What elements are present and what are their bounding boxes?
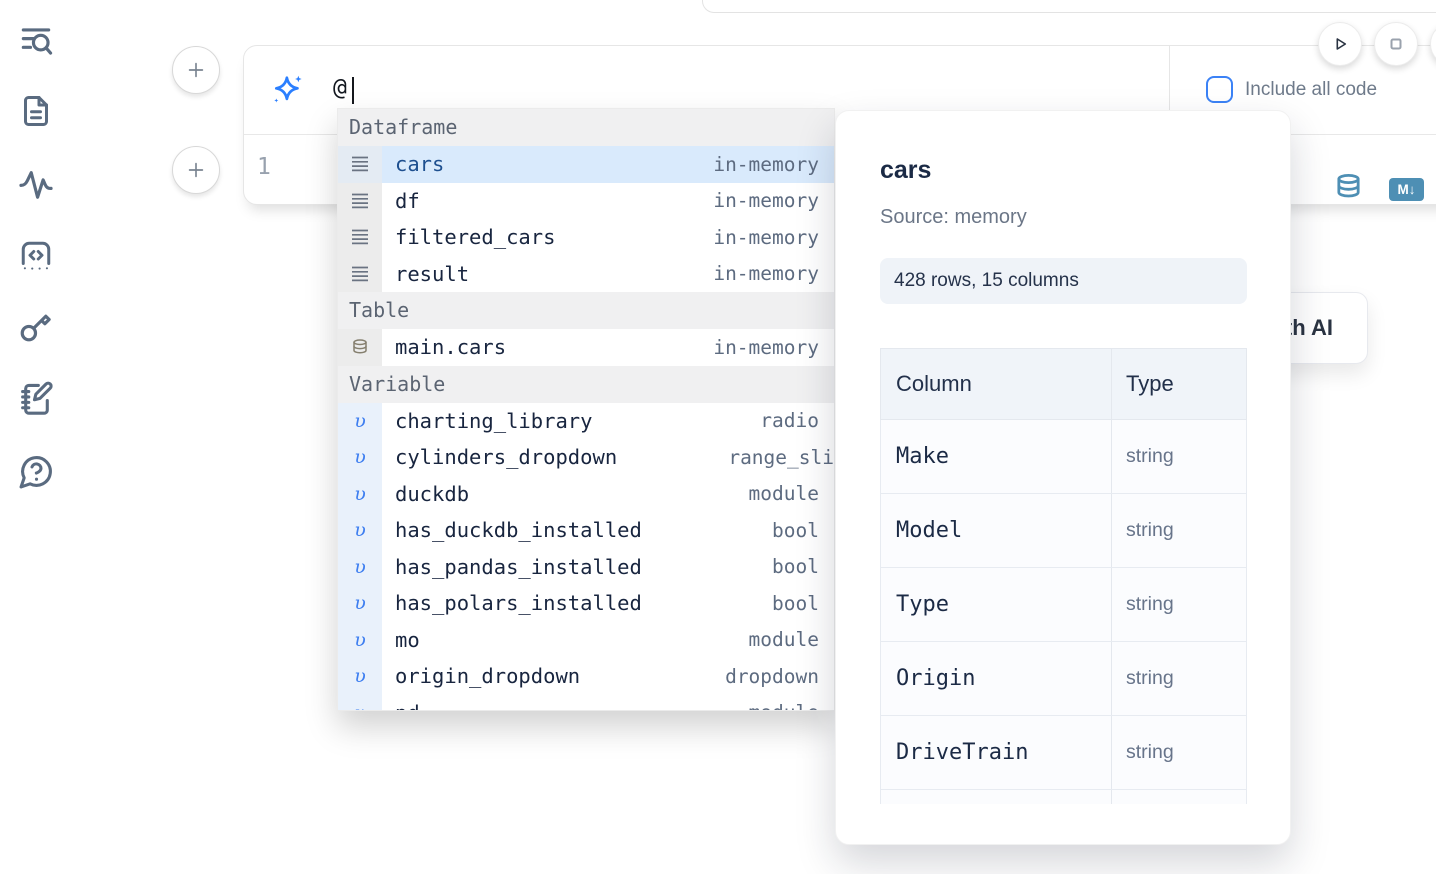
variable-icon: υ: [338, 585, 382, 622]
divider: [1169, 46, 1170, 134]
autocomplete-dropdown: Dataframe cars in-memory df in-memory fi…: [337, 108, 835, 711]
autocomplete-item-has-polars-installed[interactable]: υ has_polars_installed bool: [338, 585, 834, 622]
help-bubble-icon: [19, 455, 52, 488]
sparkles-icon: [270, 71, 306, 112]
schema-row-model: Model string: [880, 494, 1247, 568]
add-cell-below-button[interactable]: [172, 146, 220, 194]
variable-icon: υ: [338, 475, 382, 512]
schema-row-partial: [880, 790, 1247, 804]
autocomplete-item-origin-dropdown[interactable]: υ origin_dropdown dropdown: [338, 658, 834, 695]
table-of-contents-search-button[interactable]: [16, 21, 56, 61]
add-cell-above-button[interactable]: [172, 46, 220, 94]
database-icon: [338, 329, 382, 366]
sidebar: [0, 0, 72, 874]
convert-to-sql-button[interactable]: [1334, 172, 1363, 208]
variable-icon: υ: [338, 512, 382, 549]
run-cell-button[interactable]: [1318, 22, 1362, 66]
plus-icon: [188, 162, 204, 178]
autocomplete-item-pd[interactable]: υ pd module: [338, 694, 834, 710]
type-header: Type: [1126, 371, 1174, 396]
dataframe-preview-panel: cars Source: memory 428 rows, 15 columns…: [835, 110, 1291, 845]
autocomplete-item-charting-library[interactable]: υ charting_library radio: [338, 402, 834, 439]
stop-button[interactable]: [1374, 22, 1418, 66]
schema-row-origin: Origin string: [880, 642, 1247, 716]
autocomplete-item-filtered-cars[interactable]: filtered_cars in-memory: [338, 219, 834, 256]
activity-icon: [19, 171, 53, 199]
rows-icon: [338, 219, 382, 256]
autocomplete-item-cylinders-dropdown[interactable]: υ cylinders_dropdown range_sli: [338, 439, 834, 476]
autocomplete-item-main-cars[interactable]: main.cars in-memory: [338, 329, 834, 366]
scratchpad-button[interactable]: [16, 378, 56, 418]
text-caret: [352, 77, 354, 104]
documents-button[interactable]: [16, 91, 56, 131]
schema-row-type: Type string: [880, 568, 1247, 642]
rows-icon: [338, 182, 382, 219]
autocomplete-item-cars[interactable]: cars in-memory: [338, 146, 834, 183]
autocomplete-item-mo[interactable]: υ mo module: [338, 621, 834, 658]
plus-icon: [188, 62, 204, 78]
autocomplete-item-df[interactable]: df in-memory: [338, 182, 834, 219]
help-button[interactable]: [16, 451, 56, 491]
autocomplete-item-duckdb[interactable]: υ duckdb module: [338, 475, 834, 512]
variable-icon: υ: [338, 439, 382, 476]
schema-row-make: Make string: [880, 420, 1247, 494]
file-text-icon: [24, 96, 48, 126]
ai-prompt-input[interactable]: @: [333, 75, 347, 101]
ai-prompt-row[interactable]: @ Include all code: [244, 46, 1436, 134]
variable-icon: υ: [338, 621, 382, 658]
database-icon: [1337, 174, 1360, 198]
include-all-code-checkbox[interactable]: [1206, 76, 1233, 103]
convert-to-markdown-button[interactable]: M↓: [1389, 178, 1424, 201]
autocomplete-item-has-duckdb-installed[interactable]: υ has_duckdb_installed bool: [338, 512, 834, 549]
snippets-button[interactable]: [16, 236, 56, 276]
secrets-button[interactable]: [16, 306, 56, 346]
key-icon: [20, 314, 51, 342]
code-square-icon: [21, 241, 51, 270]
schema-table: Column Type Make string Model string Typ…: [880, 348, 1247, 804]
activity-button[interactable]: [16, 163, 56, 203]
rows-icon: [338, 146, 382, 183]
list-search-icon: [21, 28, 53, 55]
column-header: Column: [881, 349, 1112, 419]
variable-icon: υ: [338, 694, 382, 710]
play-icon: [1336, 38, 1347, 50]
schema-table-header: Column Type: [880, 348, 1247, 420]
autocomplete-item-has-pandas-installed[interactable]: υ has_pandas_installed bool: [338, 548, 834, 585]
preview-title: cars: [880, 156, 932, 184]
include-all-code-label: Include all code: [1245, 79, 1378, 100]
schema-row-drivetrain: DriveTrain string: [880, 716, 1247, 790]
autocomplete-item-result[interactable]: result in-memory: [338, 255, 834, 292]
preview-source: Source: memory: [880, 206, 1027, 228]
section-header-table: Table: [338, 292, 834, 329]
rows-icon: [338, 255, 382, 292]
variable-icon: υ: [338, 402, 382, 439]
previous-cell-edge: [702, 0, 1436, 13]
variable-icon: υ: [338, 548, 382, 585]
section-header-dataframe: Dataframe: [338, 109, 834, 146]
line-number: 1: [257, 154, 271, 180]
shape-badge: 428 rows, 15 columns: [880, 258, 1247, 304]
section-header-variable: Variable: [338, 365, 834, 403]
variable-icon: υ: [338, 658, 382, 695]
stop-square-icon: [1390, 38, 1402, 50]
notebook-pen-icon: [20, 381, 53, 415]
